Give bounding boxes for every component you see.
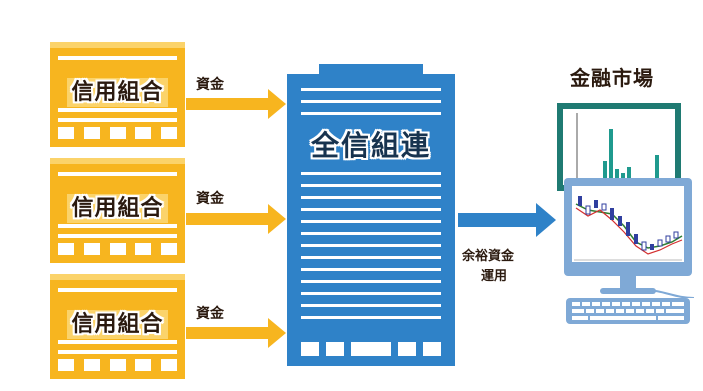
credit-union-label-3: 信用組合 (67, 310, 168, 339)
monitor-base (600, 288, 656, 294)
central-label: 全信組連 (310, 129, 431, 162)
funds-arrow-2 (186, 204, 286, 234)
credit-union-building-2: 信用組合 (50, 158, 185, 263)
credit-union-label-2: 信用組合 (67, 194, 168, 223)
computer-monitor (564, 178, 692, 276)
keyboard-icon (566, 298, 690, 324)
funds-arrow-1 (186, 89, 286, 119)
funds-label-1: 資金 (196, 77, 224, 93)
central-building: 全信組連 (287, 64, 455, 366)
bar-chart-panel (557, 103, 681, 191)
funds-label-2: 資金 (196, 191, 224, 207)
credit-union-label-1: 信用組合 (67, 78, 168, 107)
monitor-stand (620, 276, 636, 290)
credit-union-building-3: 信用組合 (50, 274, 185, 379)
investment-label: 運用 (481, 269, 508, 284)
candlestick-chart-icon (574, 196, 683, 261)
funds-label-3: 資金 (196, 306, 224, 322)
funds-arrow-3 (186, 318, 286, 348)
mouse-cable-icon (644, 289, 695, 298)
surplus-funds-label: 余裕資金 (462, 249, 515, 264)
bar-chart-icon (576, 113, 671, 182)
credit-union-building-1: 信用組合 (50, 42, 185, 147)
surplus-funds-arrow (458, 203, 556, 237)
market-label: 金融市場 (570, 66, 654, 90)
